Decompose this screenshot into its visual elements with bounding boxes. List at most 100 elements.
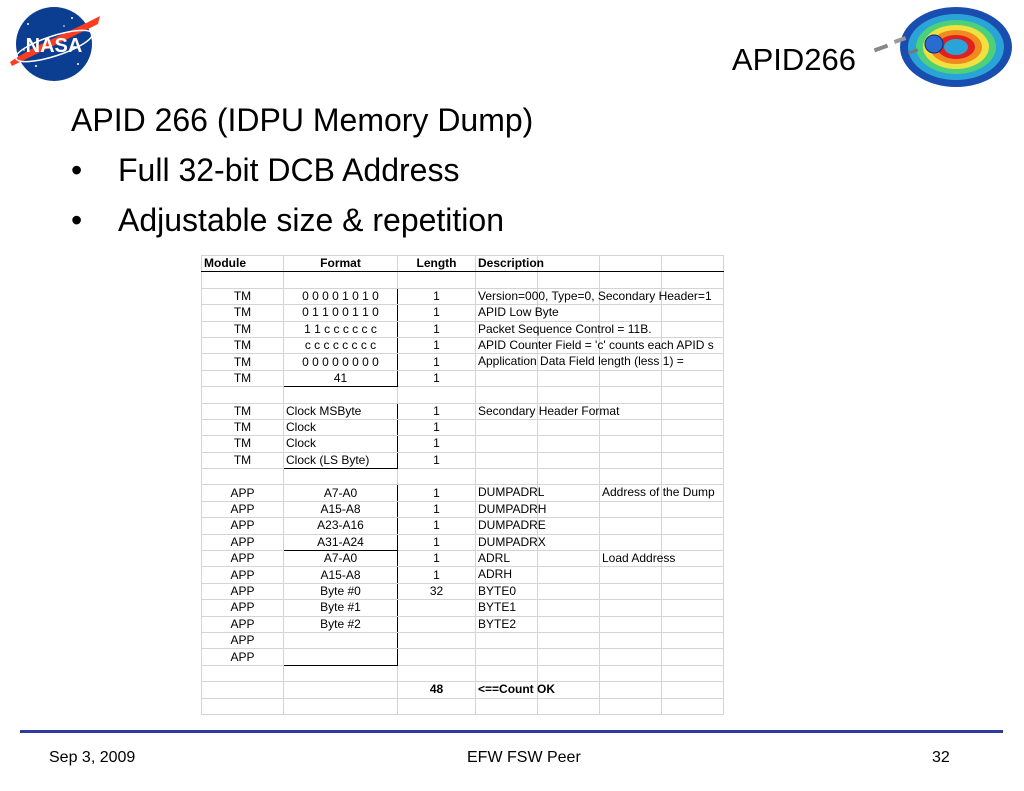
length-cell: 1: [397, 402, 476, 420]
description-cell: APID Counter Field = 'c' counts each API…: [475, 336, 714, 355]
length-cell: [397, 664, 476, 683]
length-cell: 1: [397, 320, 476, 338]
description-cell: ADRL: [475, 550, 538, 568]
format-cell: Clock MSByte: [283, 402, 398, 420]
description-cell: [475, 386, 538, 404]
length-cell: 1: [397, 418, 476, 437]
format-cell: Clock (LS Byte): [283, 451, 398, 470]
module-cell: TM: [201, 353, 284, 371]
format-cell: Byte #2: [283, 615, 398, 633]
table-cell: [661, 697, 724, 715]
length-cell: 32: [397, 582, 476, 601]
description-cell-text: Version=000, Type=0, Secondary Header=1: [478, 288, 712, 303]
note-cell: [599, 517, 662, 535]
module-cell: APP: [201, 648, 284, 666]
length-cell: 1: [397, 550, 476, 568]
note-cell: [599, 582, 662, 601]
table-cell: [537, 599, 600, 617]
table-row: [201, 697, 724, 715]
table-row: [201, 664, 724, 683]
note-cell-text: Address of the Dump: [602, 485, 715, 500]
note-cell: [599, 386, 662, 404]
footer-title: EFW FSW Peer: [467, 749, 581, 766]
column-header-format: Format: [283, 255, 398, 273]
description-cell-text: APID Counter Field = 'c' counts each API…: [478, 337, 714, 352]
table-row: [201, 386, 724, 404]
format-cell: A7-A0: [283, 550, 398, 568]
note-cell: [599, 418, 662, 437]
length-cell: [397, 599, 476, 617]
table-row: APP: [201, 648, 724, 666]
description-cell: APID Low Byte: [475, 304, 559, 322]
column-header-description: Description: [475, 255, 544, 273]
note-cell: [599, 566, 662, 584]
length-cell: 1: [397, 304, 476, 322]
length-cell: [397, 615, 476, 633]
description-cell-text: DUMPADRH: [478, 501, 547, 516]
table-cell: [661, 468, 724, 486]
note-cell: [599, 664, 662, 683]
description-cell-text: DUMPADRE: [478, 518, 546, 533]
table-cell: [397, 697, 476, 715]
table-cell: [537, 648, 600, 666]
module-cell: [201, 664, 284, 683]
table-cell: [661, 631, 724, 650]
module-cell: APP: [201, 582, 284, 601]
description-cell: [475, 435, 538, 453]
nasa-logo-icon: NASA: [6, 4, 102, 84]
description-cell: DUMPADRX: [475, 533, 546, 552]
bullet-item: • Full 32-bit DCB Address: [71, 150, 504, 200]
table-cell: [661, 320, 724, 338]
table-row: [201, 468, 724, 486]
note-cell: [599, 320, 662, 338]
slide-heading: APID 266 (IDPU Memory Dump): [71, 102, 534, 138]
table-row: [201, 271, 724, 289]
length-cell: [397, 386, 476, 404]
format-cell: [283, 386, 398, 404]
total-row: 48<==Count OK: [201, 681, 724, 699]
bullet-text: Full 32-bit DCB Address: [118, 152, 460, 188]
length-cell: 1: [397, 566, 476, 584]
length-cell: 1: [397, 500, 476, 519]
module-cell: APP: [201, 500, 284, 519]
description-cell: [475, 451, 538, 470]
bullet-glyph: •: [71, 202, 83, 238]
description-cell-text: APID Low Byte: [478, 305, 559, 320]
table-cell: [537, 484, 600, 502]
table-cell: [537, 500, 600, 519]
note-cell: [599, 468, 662, 486]
table-cell: [537, 255, 600, 273]
description-cell: DUMPADRE: [475, 517, 546, 535]
description-cell: BYTE0: [475, 582, 538, 601]
table-cell: [537, 435, 600, 453]
bullet-glyph: •: [71, 152, 83, 188]
description-cell: DUMPADRL: [475, 484, 544, 502]
table-row: APP: [201, 631, 724, 650]
bullet-list: • Full 32-bit DCB Address • Adjustable s…: [71, 150, 504, 250]
description-cell: DUMPADRH: [475, 500, 546, 519]
length-cell: [397, 271, 476, 289]
description-cell-text: Secondary Header Format: [478, 403, 620, 418]
page-number: 32: [932, 749, 950, 766]
table-cell: [661, 418, 724, 437]
description-cell: [475, 369, 538, 388]
description-cell: Secondary Header Format: [475, 402, 619, 420]
module-cell: APP: [201, 631, 284, 650]
module-cell: APP: [201, 533, 284, 552]
format-cell: A31-A24: [283, 533, 398, 552]
table-cell: [661, 500, 724, 519]
module-cell: [201, 386, 284, 404]
table-cell: [537, 451, 600, 470]
module-cell: TM: [201, 287, 284, 306]
description-cell: [475, 664, 538, 683]
magnetosphere-icon: [864, 4, 1014, 90]
